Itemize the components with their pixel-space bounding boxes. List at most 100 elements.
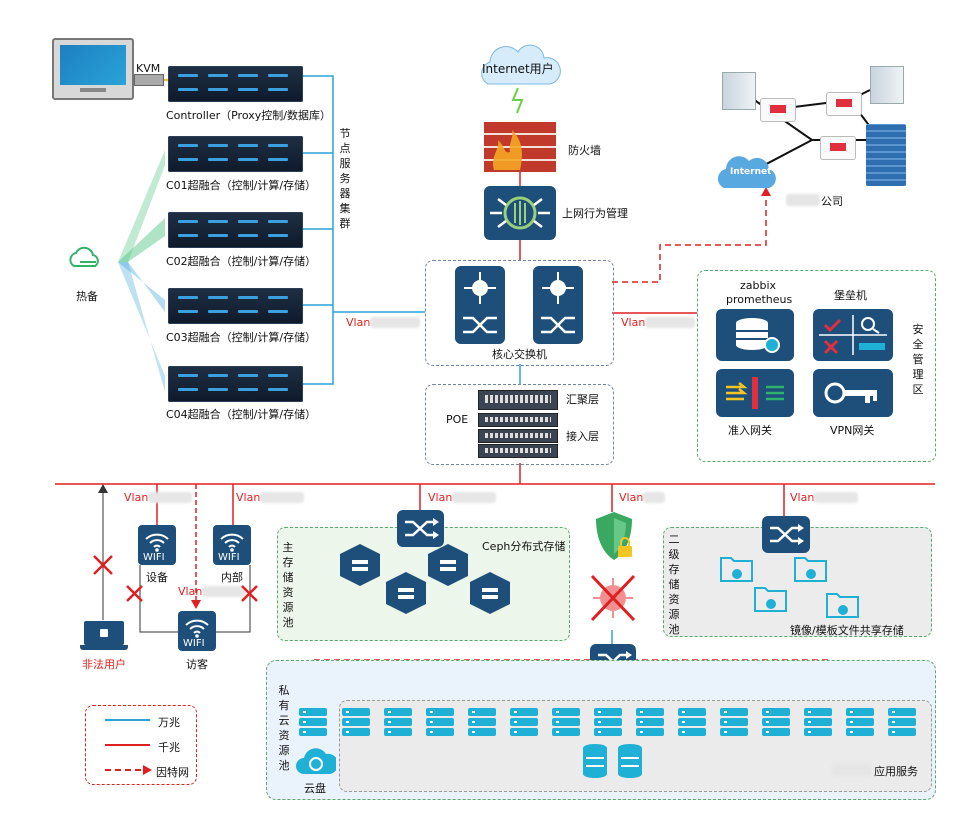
hot-standby-label: 热备 (76, 290, 98, 303)
secondary-storage-label: 二级存储资源池 (668, 533, 680, 636)
c02-server (168, 212, 303, 248)
cloud-disk-icon (296, 746, 339, 778)
internet-cloud-icon (714, 150, 778, 190)
app-server-13 (846, 708, 874, 736)
core-switch-label: 核心交换机 (492, 348, 547, 361)
wifi-guest-icon: WIFI (178, 611, 216, 651)
vlan-b1-redacted (148, 492, 192, 503)
storage-switch-2-icon (762, 516, 810, 553)
wifi-internal-text: WIFI (218, 552, 240, 563)
database-icons (583, 744, 642, 778)
main-storage-label: 主存储资源池 (282, 541, 294, 629)
aggregation-switch (478, 390, 558, 410)
aggregation-access-group (425, 384, 614, 465)
device-label: 设备 (146, 571, 168, 584)
node-cluster-label: 节点服务器集群 (339, 127, 351, 230)
ceph-nodes (340, 544, 510, 614)
vlan-right-label: Vlan (621, 316, 646, 329)
router-1-icon (760, 98, 796, 122)
guest-label: 访客 (186, 658, 208, 671)
vlan-guest-redacted (202, 586, 246, 597)
poe-switch (478, 413, 558, 427)
app-server-14 (888, 708, 916, 736)
legend-internet-label: 因特网 (156, 766, 189, 779)
security-zone-label: 安全管理区 (912, 323, 924, 396)
c03-label: C03超融合（控制/计算/存储） (166, 331, 317, 344)
internal-label: 内部 (221, 571, 243, 584)
cloud-disk-server (299, 708, 327, 736)
legend (85, 705, 197, 785)
wifi-device-text: WIFI (143, 552, 165, 563)
firewall-label: 防火墙 (568, 144, 601, 157)
c04-label: C04超融合（控制/计算/存储） (166, 408, 317, 421)
access-gateway-icon (716, 369, 794, 417)
access-switch-1 (478, 429, 558, 443)
internet-label: Internet (730, 167, 772, 177)
server-building-2-icon (870, 66, 904, 104)
poe-label: POE (446, 413, 469, 426)
c01-server (168, 136, 303, 172)
firewall-icon (484, 122, 556, 172)
app-server-12 (804, 708, 832, 736)
behavior-mgmt-icon (484, 186, 556, 240)
internet-user-cloud (474, 40, 564, 88)
server-building-1-icon (722, 72, 756, 110)
app-server-11 (762, 708, 790, 736)
core-switch-1-icon (455, 266, 505, 344)
core-switch-group (425, 260, 614, 366)
vpn-gateway-icon (813, 369, 893, 417)
illegal-user-label: 非法用户 (82, 658, 126, 671)
cloud-disk-label: 云盘 (304, 782, 326, 795)
vlan-b2-redacted (260, 492, 304, 503)
monitoring-db-icon (716, 309, 794, 361)
kvm-monitor (52, 38, 134, 100)
vlan-guest-label: Vlan (178, 585, 203, 598)
company-label: 公司 (821, 195, 843, 208)
core-switch-2-icon (533, 266, 583, 344)
prometheus-label: prometheus (726, 293, 793, 306)
vlan-b1-label: Vlan (124, 491, 149, 504)
app-server-10 (720, 708, 748, 736)
storage-switch-1-icon (397, 510, 444, 547)
bastion-icon (813, 309, 893, 361)
shared-folder-icons (720, 557, 859, 618)
security-shield-icon (592, 510, 636, 562)
vlan-b4-label: Vlan (619, 491, 644, 504)
vlan-right-redacted (645, 317, 695, 328)
vlan-b2-label: Vlan (236, 491, 261, 504)
wifi-internal-icon: WIFI (213, 525, 251, 565)
app-service-redacted (832, 764, 872, 776)
c03-server (168, 288, 303, 324)
vlan-left-redacted (370, 317, 420, 328)
app-server-2 (384, 708, 412, 736)
access-label: 接入层 (566, 430, 599, 443)
vlan-b3-label: Vlan (428, 491, 453, 504)
app-server-4 (468, 708, 496, 736)
kvm-label: KVM (136, 62, 161, 75)
internet-user-label: Internet用户 (482, 62, 554, 76)
router-3-icon (820, 136, 856, 160)
aggregation-label: 汇聚层 (566, 393, 599, 406)
app-server-9 (678, 708, 706, 736)
security-zone (697, 270, 936, 462)
c04-server (168, 366, 303, 402)
c01-label: C01超融合（控制/计算/存储） (166, 179, 317, 192)
legend-gigabit-label: 千兆 (158, 741, 180, 754)
wifi-device-icon: WIFI (138, 525, 176, 565)
virus-blocked-icon (588, 572, 638, 624)
zabbix-label: zabbix (740, 279, 777, 292)
app-server-7 (594, 708, 622, 736)
vlan-b3-redacted (452, 492, 496, 503)
app-server-3 (426, 708, 454, 736)
image-share-label: 镜像/模板文件共享存储 (790, 624, 904, 637)
vlan-b4-redacted (643, 492, 665, 503)
app-server-6 (552, 708, 580, 736)
vlan-b5-label: Vlan (790, 491, 815, 504)
vlan-left-label: Vlan (346, 316, 371, 329)
access-switch-2 (478, 444, 558, 458)
ceph-label: Ceph分布式存储 (482, 540, 566, 553)
access-gateway-label: 准入网关 (728, 424, 772, 437)
app-server-1 (342, 708, 370, 736)
controller-server (168, 66, 303, 102)
